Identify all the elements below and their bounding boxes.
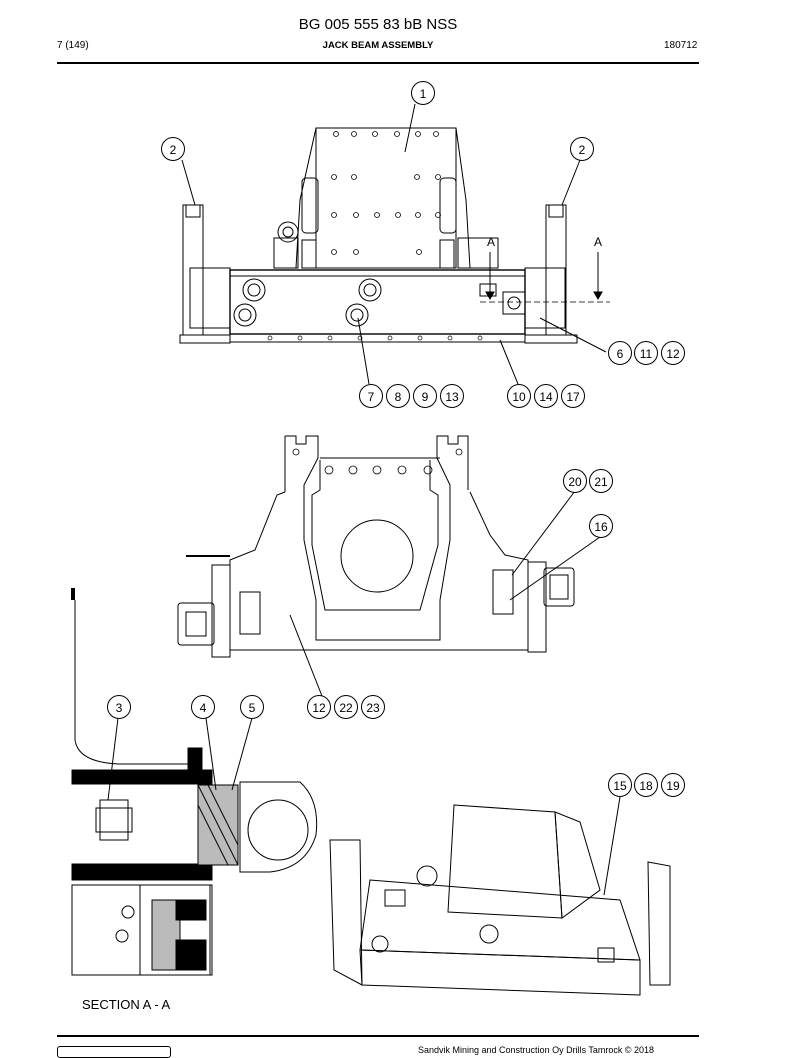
callout-12-top: 12 <box>661 341 685 365</box>
document-number: BG 005 555 83 bB NSS <box>298 16 458 33</box>
callout-9: 9 <box>413 384 437 408</box>
callout-1: 1 <box>411 81 435 105</box>
section-marker-right: A <box>594 235 603 249</box>
callout-2-left: 2 <box>161 137 185 161</box>
callout-17: 17 <box>561 384 585 408</box>
callout-6: 6 <box>608 341 632 365</box>
document-date: 180712 <box>664 40 698 51</box>
section-view <box>71 588 318 976</box>
section-marker-left: A <box>487 235 496 249</box>
front-view <box>179 103 610 385</box>
callout-19: 19 <box>661 773 685 797</box>
section-label: SECTION A - A <box>82 997 171 1012</box>
company-logo <box>57 1046 171 1058</box>
callout-14: 14 <box>534 384 558 408</box>
footer-rule <box>57 1035 699 1037</box>
isometric-view <box>329 796 671 996</box>
callout-2-right: 2 <box>570 137 594 161</box>
callout-22: 22 <box>334 695 358 719</box>
plan-view <box>177 435 601 697</box>
header-rule <box>57 62 699 64</box>
callout-16: 16 <box>589 514 613 538</box>
callout-15: 15 <box>608 773 632 797</box>
footer-copyright: Sandvik Mining and Construction Oy Drill… <box>418 1045 655 1055</box>
callout-23: 23 <box>361 695 385 719</box>
callout-11: 11 <box>634 341 658 365</box>
callout-4: 4 <box>191 695 215 719</box>
callout-12-mid: 12 <box>307 695 331 719</box>
page-number: 7 (149) <box>57 40 89 51</box>
callout-10: 10 <box>507 384 531 408</box>
callout-8: 8 <box>386 384 410 408</box>
callout-7: 7 <box>359 384 383 408</box>
page-title: JACK BEAM ASSEMBLY <box>322 40 434 51</box>
callout-3: 3 <box>107 695 131 719</box>
callout-21: 21 <box>589 469 613 493</box>
callout-20: 20 <box>563 469 587 493</box>
callout-13: 13 <box>440 384 464 408</box>
callout-18: 18 <box>634 773 658 797</box>
callout-5: 5 <box>240 695 264 719</box>
